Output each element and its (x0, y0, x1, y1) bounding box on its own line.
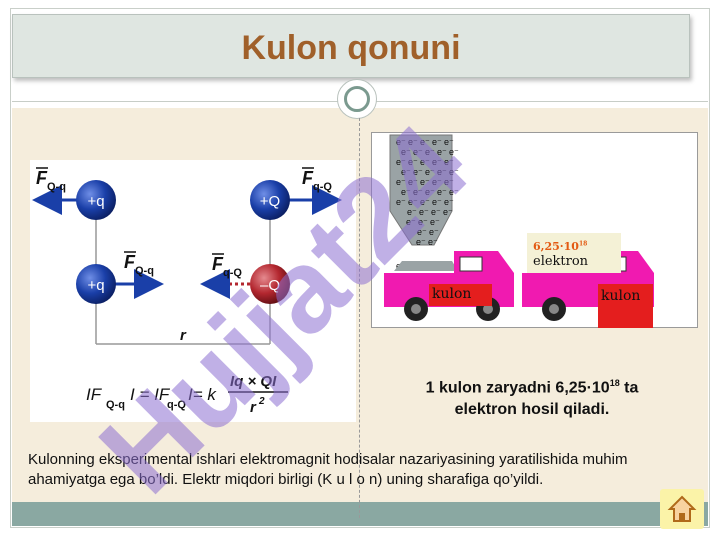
electron-symbol: e⁻ (432, 197, 442, 207)
electron-symbol: e⁻ (396, 197, 406, 207)
electron-symbol: e⁻ (425, 187, 435, 197)
formula-part: IF (86, 385, 103, 404)
elektron-count-value: 6,25·1018 (533, 240, 588, 253)
electron-symbol: e⁻ (437, 187, 447, 197)
electron-symbol: e⁻ (407, 207, 417, 217)
formula-numerator: Iq × QI (230, 373, 277, 390)
force-subscript: q-Q (313, 181, 332, 193)
electron-symbol: e⁻ (431, 207, 441, 217)
page-title: Kulon qonuni (241, 29, 461, 67)
charge-ball (76, 180, 116, 220)
charge-ball (250, 264, 290, 304)
electron-symbol: e⁻ (449, 187, 459, 197)
formula-part: I = IF (130, 385, 171, 404)
truck-label-left: kulon (429, 284, 492, 306)
electron-symbol: e⁻ (420, 197, 430, 207)
electron-symbol: e⁻ (418, 217, 428, 227)
electron-symbol: e⁻ (420, 177, 430, 187)
force-label: F (36, 168, 48, 188)
electron-symbol: e⁻ (437, 167, 447, 177)
electron-symbol: e⁻ (406, 217, 416, 227)
electron-symbol: e⁻ (396, 177, 406, 187)
electron-symbol: e⁻ (430, 217, 440, 227)
distance-label: r (180, 327, 187, 344)
electron-symbol: e⁻ (401, 167, 411, 177)
electron-symbol: e⁻ (449, 167, 459, 177)
electron-hopper (389, 134, 453, 246)
electron-symbol: e⁻ (449, 147, 459, 157)
slide-frame (10, 8, 710, 528)
home-button[interactable] (660, 489, 704, 529)
ring-decoration-icon (337, 79, 377, 119)
electron-symbol: e⁻ (420, 157, 430, 167)
coulomb-forces-svg: +q +Q +q –Q F Q-q F q-Q F Q-q F q-Q r IF… (31, 167, 342, 416)
electron-symbol: e⁻ (408, 177, 418, 187)
formula-denominator: r (250, 399, 257, 416)
charge-ball (250, 180, 290, 220)
electron-symbol: e⁻ (419, 207, 429, 217)
truck-label-right: kulon (598, 284, 653, 328)
force-label: F (302, 168, 314, 188)
electron-symbol: e⁻ (444, 177, 454, 187)
electron-symbol: e⁻ (432, 177, 442, 187)
electron-symbol: e⁻ (401, 147, 411, 157)
title-bar: Kulon qonuni (12, 14, 690, 78)
electron-symbol: e⁻ (416, 237, 426, 247)
coulomb-forces-figure: +q +Q +q –Q F Q-q F q-Q F Q-q F q-Q r IF… (30, 160, 356, 422)
electron-symbol: e⁻ (420, 137, 430, 147)
electron-symbol: e⁻ (425, 147, 435, 157)
electron-symbol: e⁻ (437, 147, 447, 157)
figure-caption: 1 kulon zaryadni 6,25·1018 ta elektron h… (425, 378, 639, 419)
force-label: F (212, 254, 224, 274)
force-subscript: Q-q (135, 265, 154, 277)
electron-symbol: e⁻ (408, 157, 418, 167)
elektron-word: elektron (533, 254, 589, 269)
home-icon (667, 495, 697, 522)
body-paragraph: Kulonning eksperimental ishlari elektrom… (28, 451, 628, 488)
charge-label: +Q (260, 193, 280, 210)
electron-symbol: e⁻ (432, 137, 442, 147)
charge-ball (76, 264, 116, 304)
formula-power: 2 (258, 396, 265, 407)
charge-label: +q (87, 193, 104, 210)
formula-part: Q-q (106, 399, 125, 411)
electron-symbol: e⁻ (443, 207, 453, 217)
electron-symbol: e⁻ (428, 237, 438, 247)
electron-symbol: e⁻ (444, 197, 454, 207)
force-subscript: Q-q (47, 181, 66, 193)
electron-symbol: e⁻ (413, 187, 423, 197)
charge-label: +q (87, 277, 104, 294)
electron-symbol: e⁻ (432, 157, 442, 167)
electron-symbol: e⁻ (413, 147, 423, 157)
elektron-count-label: 6,25·1018 elektron (527, 233, 621, 273)
force-subscript: q-Q (223, 267, 242, 279)
electron-symbol: e⁻ (444, 157, 454, 167)
electron-symbol: e⁻ (429, 227, 439, 237)
electron-symbol: e⁻ (408, 197, 418, 207)
electron-symbol: e⁻ (425, 167, 435, 177)
electron-symbol: e⁻ (396, 137, 406, 147)
formula-part: q-Q (167, 399, 186, 411)
column-divider (359, 118, 360, 518)
electron-symbol: e⁻ (444, 137, 454, 147)
formula-part: I= k (188, 385, 217, 404)
electron-symbol: e⁻ (413, 167, 423, 177)
electron-symbol: e⁻ (401, 187, 411, 197)
electron-pile (394, 261, 458, 271)
force-label: F (124, 252, 136, 272)
electron-symbol: e⁻ (417, 227, 427, 237)
charge-label: –Q (260, 277, 280, 294)
electron-symbol: e⁻ (396, 157, 406, 167)
electron-symbol: e⁻ (408, 137, 418, 147)
bottom-bar (12, 502, 708, 526)
